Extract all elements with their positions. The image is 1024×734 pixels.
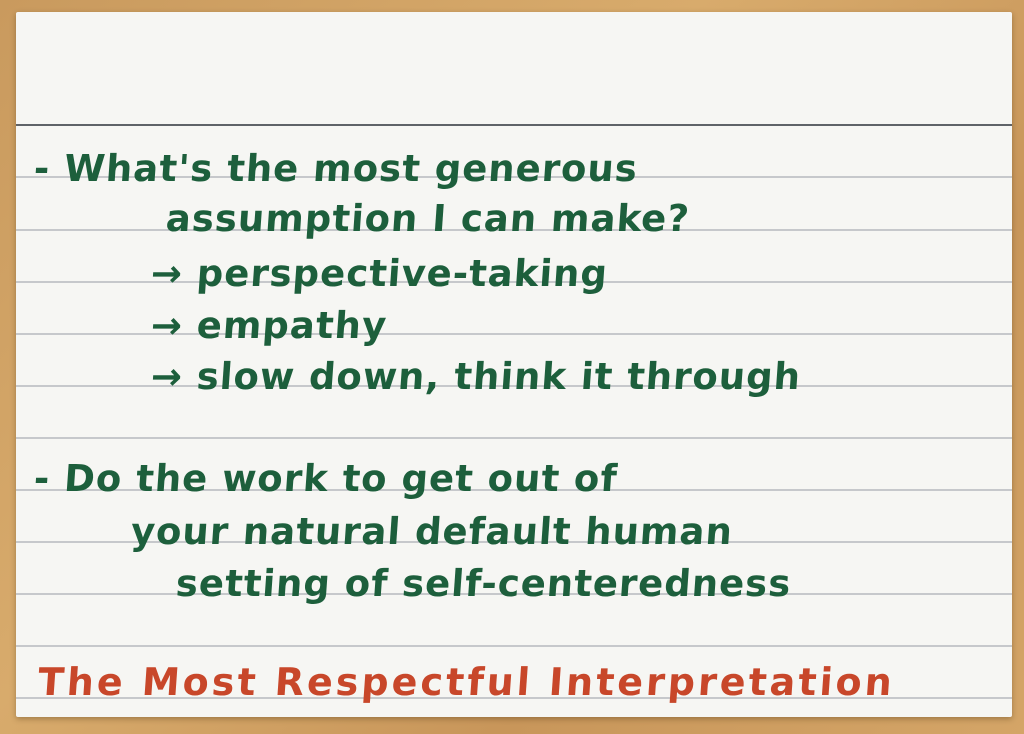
note-line-3: → perspective-taking <box>149 252 610 295</box>
note-line-4: → empathy <box>149 304 389 347</box>
note-line-7: your natural default human <box>129 510 735 553</box>
index-card: - What's the most generous assumption I … <box>16 12 1012 717</box>
note-line-5: → slow down, think it through <box>149 355 803 398</box>
note-line-8: setting of self-centeredness <box>174 562 793 605</box>
card-title: The Most Respectful Interpretation <box>36 660 897 704</box>
ruled-lines <box>16 124 1012 699</box>
note-line-1: - What's the most generous <box>32 147 640 190</box>
note-line-2: assumption I can make? <box>164 197 692 240</box>
note-line-6: - Do the work to get out of <box>32 457 620 500</box>
